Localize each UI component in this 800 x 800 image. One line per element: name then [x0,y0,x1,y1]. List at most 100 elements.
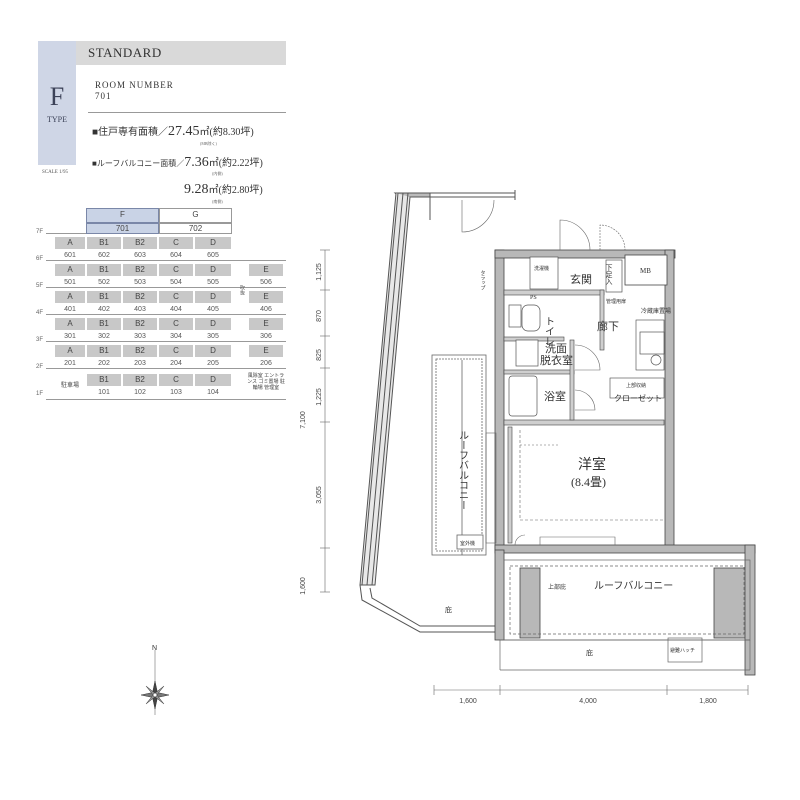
type-badge [38,41,76,165]
type-word: TYPE [47,115,67,124]
unit-number: 505 [194,277,232,287]
unit-letter: B2 [122,317,158,331]
unit-number: 303 [122,331,158,341]
bathtub [508,375,538,417]
private-area-label: ■住戸専有面積／ [92,127,169,138]
unit-letter: B2 [122,290,158,304]
unit-letter: D [194,373,232,387]
floor-label: 2F [36,364,44,370]
unit-number: 503 [122,277,158,287]
room-number: 701 [95,91,112,101]
unit-number: 603 [122,250,158,260]
balcony-inner-value: 7.36 [184,155,209,170]
void-label: 吹抜 [239,285,244,295]
unit-number: 604 [158,250,194,260]
unit-number: 203 [122,358,158,368]
floor-label: 4F [36,310,44,316]
unit-letter: B2 [122,236,158,250]
unit-number: 104 [194,387,232,397]
room-kanri: 管理用扉 [606,298,626,305]
balcony-inner-tsubo: (約2.22坪) [218,158,263,169]
unit-number: 601 [54,250,86,260]
unit-letter: B1 [86,344,122,358]
parking-label: 駐車場 [54,373,86,397]
room-ladder: タラップ [480,270,486,290]
unit-letter: E [248,290,284,304]
room-roof-balcony-west: ルーフバルコニー [457,430,469,510]
dim-label: 825 [316,349,323,361]
unit-letter: E [248,263,284,277]
room-rouka: 廊下 [597,319,619,333]
unit-letter: B1 [86,317,122,331]
washbasin [515,339,539,367]
unit-letter: C [158,236,194,250]
balcony-south-note: (南側) [212,199,223,204]
unit-number: 501 [54,277,86,287]
unit-letter: B1 [86,373,122,387]
unit-letter: A [54,344,86,358]
unit-number: 401 [54,304,86,314]
unit-number: 602 [86,250,122,260]
unit-number: 206 [248,358,284,368]
room-outdoor-unit: 室外機 [460,540,475,547]
floor-line [46,260,286,261]
floor-label: 7F [36,229,44,235]
unit-number: 204 [158,358,194,368]
room-senmen: 洗面 [545,342,567,355]
unit-g-header: G [159,208,232,223]
balcony-south-line: 9.28㎡(約2.80坪) [184,181,263,198]
south-balcony [499,559,751,671]
room-laundry: 洗濯機 [534,265,549,272]
private-area-value: 27.45 [168,124,200,139]
unit-701: 701 [86,223,159,234]
room-number-label: ROOM NUMBER [95,80,174,90]
unit-letter: B2 [122,344,158,358]
dimension-lines [320,249,749,695]
room-escape-hatch: 避難ハッチ [670,647,695,654]
room-datsui: 脱衣室 [540,353,573,367]
unit-letter: D [194,236,232,250]
room-eaves-upper: 上部庇 [548,583,566,591]
unit-letter: D [194,263,232,277]
balcony-inner-note: (内側) [212,171,223,176]
private-area-unit: ㎡ [199,127,210,138]
unit-number: 304 [158,331,194,341]
dim-label: 1,600 [300,577,307,595]
unit-number: 305 [194,331,232,341]
unit-number: 605 [194,250,232,260]
unit-letter: E [248,344,284,358]
scale-label: SCALE 1/95 [42,170,68,175]
unit-letter: B2 [122,263,158,277]
private-area-line: ■住戸専有面積／27.45㎡(約8.30坪) [92,123,254,140]
entrance-label: 風除室 エントランス ゴミ置場 駐輪場 管理室 [246,372,286,398]
unit-number: 201 [54,358,86,368]
floor-line [46,399,286,400]
room-youshitsu-size: (8.4畳) [571,475,606,489]
unit-letter: D [194,317,232,331]
floor-line [46,341,286,342]
balcony-planter [431,354,487,556]
unit-number: 506 [248,277,284,287]
floor-line [46,368,286,369]
standard-bar [76,41,286,65]
floor-label: 3F [36,337,44,343]
private-area-tsubo: (約8.30坪) [209,127,254,138]
dim-label: 3,055 [316,486,323,504]
dim-label: 1,225 [316,388,323,406]
unit-number: 502 [86,277,122,287]
floor-line [46,287,286,288]
dim-total: 7,100 [300,411,307,429]
type-letter: F [49,82,65,111]
unit-letter: C [158,317,194,331]
balcony-wall [359,190,516,633]
unit-letter: B2 [122,373,158,387]
unit-letter: A [54,290,86,304]
unit-letter: B1 [86,263,122,277]
unit-number: 101 [86,387,122,397]
unit-f-header: F [86,208,159,223]
unit-number: 102 [122,387,158,397]
fixtures [508,256,665,417]
dim-label: 1,800 [699,698,717,705]
unit-letter: B1 [86,290,122,304]
unit-letter: D [194,344,232,358]
